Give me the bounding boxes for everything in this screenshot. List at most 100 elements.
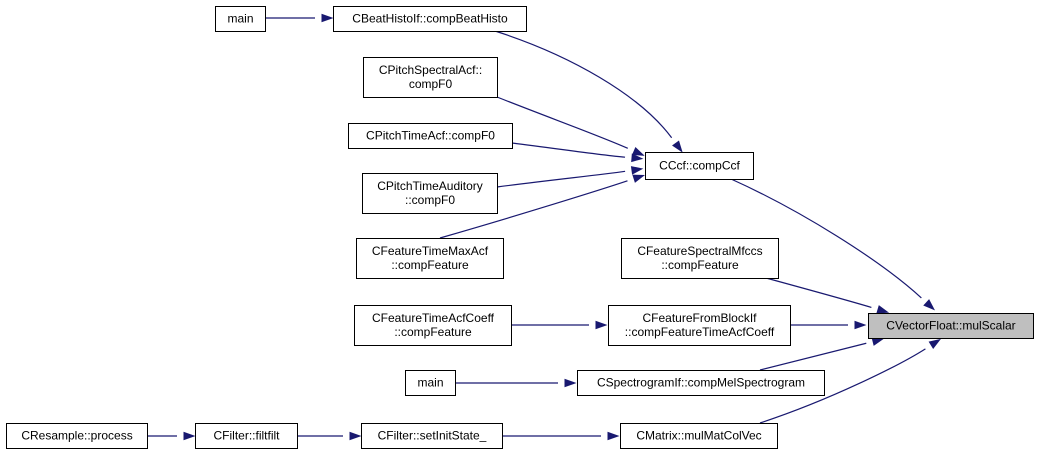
arrowhead-icon	[631, 147, 645, 156]
node-matmul[interactable]: CMatrix::mulMatColVec	[620, 423, 778, 449]
node-box	[356, 238, 504, 279]
edge-line	[759, 348, 926, 424]
node-label: CBeatHistoIf::compBeatHisto	[352, 12, 508, 26]
edge-beat-to-ccf	[494, 30, 683, 153]
arrowhead-icon	[607, 431, 620, 441]
arrowhead-icon	[631, 153, 644, 163]
arrowhead-icon	[630, 166, 644, 175]
node-box	[620, 423, 778, 449]
node-label: CFilter::filtfilt	[214, 429, 281, 443]
node-specmel[interactable]: CSpectrogramIf::compMelSpectrogram	[577, 370, 825, 396]
edge-matmul-to-vecmul	[759, 338, 941, 424]
node-ftmaxacf[interactable]: CFeatureTimeMaxAcf::compFeature	[356, 238, 504, 279]
node-label: main	[417, 376, 443, 390]
edge-main2-to-specmel	[455, 378, 577, 388]
node-pitchspec[interactable]: CPitchSpectralAcf::compF0	[363, 57, 498, 98]
edge-line	[730, 178, 922, 299]
node-box	[621, 238, 779, 279]
node-ftacfcoeff[interactable]: CFeatureTimeAcfCoeff::compFeature	[354, 305, 512, 346]
node-box	[361, 423, 503, 449]
node-label: CPitchTimeAcf::compF0	[366, 129, 495, 143]
node-label: ::compFeatureTimeAcfCoeff	[625, 325, 775, 339]
node-label: compF0	[409, 77, 453, 91]
node-box	[868, 313, 1034, 339]
edge-pitchaud-to-ccf	[496, 166, 644, 188]
node-label: CMatrix::mulMatColVec	[636, 429, 761, 443]
arrowhead-icon	[923, 299, 935, 311]
node-label: ::compFeature	[661, 258, 739, 272]
edge-pitchspec-to-ccf	[496, 96, 645, 156]
node-box	[405, 370, 456, 396]
arrowhead-icon	[871, 337, 885, 346]
node-box	[348, 123, 513, 149]
node-setinit[interactable]: CFilter::setInitState_	[361, 423, 503, 449]
node-box	[354, 305, 512, 346]
node-main1[interactable]: main	[215, 6, 266, 32]
node-label: CFeatureTimeAcfCoeff	[372, 311, 495, 325]
nodes-layer: main CBeatHistoIf::compBeatHistoCPitchSpe…	[6, 6, 1034, 449]
node-main2[interactable]: main	[405, 370, 456, 396]
arrowhead-icon	[321, 13, 334, 23]
arrowhead-icon	[595, 320, 608, 330]
edge-line	[759, 342, 867, 371]
node-box	[608, 305, 791, 346]
edge-ftacfcoeff-to-ffbi	[510, 320, 608, 330]
edge-line	[765, 277, 872, 308]
node-filtfilt[interactable]: CFilter::filtfilt	[195, 423, 298, 449]
edge-ccf-to-vecmul	[730, 178, 935, 311]
edge-fsmfccs-to-vecmul	[765, 277, 890, 314]
node-box	[215, 6, 266, 32]
arrowhead-icon	[876, 305, 890, 314]
arrowhead-icon	[183, 431, 196, 441]
node-label: CResample::process	[21, 429, 132, 443]
edge-ffbi-to-vecmul	[789, 320, 867, 330]
node-label: CFeatureTimeMaxAcf	[372, 244, 489, 258]
edge-main1-to-beat	[265, 13, 334, 23]
node-label: CVectorFloat::mulScalar	[886, 319, 1015, 333]
node-fsmfccs[interactable]: CFeatureSpectralMfccs::compFeature	[621, 238, 779, 279]
node-ffbi[interactable]: CFeatureFromBlockIf::compFeatureTimeAcfC…	[608, 305, 791, 346]
node-label: CFeatureFromBlockIf	[642, 311, 757, 325]
edge-ftmaxacf-to-ccf	[439, 174, 646, 239]
node-vecmul[interactable]: CVectorFloat::mulScalar	[868, 313, 1034, 339]
edge-line	[494, 30, 673, 139]
edges-layer	[147, 13, 941, 441]
node-beat[interactable]: CBeatHistoIf::compBeatHisto	[333, 6, 527, 32]
node-label: CFeatureSpectralMfccs	[637, 244, 762, 258]
node-pitchaud[interactable]: CPitchTimeAuditory::compF0	[362, 173, 498, 214]
node-box	[363, 57, 498, 98]
edge-line	[439, 180, 628, 239]
node-box	[333, 6, 527, 32]
node-label: ::compFeature	[394, 325, 472, 339]
node-box	[362, 173, 498, 214]
edge-setinit-to-matmul	[502, 431, 620, 441]
node-label: ::compFeature	[391, 258, 469, 272]
edge-line	[496, 170, 626, 188]
node-box	[577, 370, 825, 396]
arrowhead-icon	[672, 140, 683, 153]
node-label: CFilter::setInitState_	[378, 429, 487, 443]
edge-resample-to-filtfilt	[147, 431, 196, 441]
node-label: main	[227, 12, 253, 26]
node-label: CPitchSpectralAcf::	[379, 63, 482, 77]
arrowhead-icon	[928, 338, 941, 349]
node-pitchtime[interactable]: CPitchTimeAcf::compF0	[348, 123, 513, 149]
node-label: CSpectrogramIf::compMelSpectrogram	[597, 376, 805, 390]
node-box	[6, 423, 148, 449]
node-label: CPitchTimeAuditory	[377, 179, 483, 193]
edge-line	[511, 142, 626, 158]
edge-pitchtime-to-ccf	[511, 142, 644, 163]
node-resample[interactable]: CResample::process	[6, 423, 148, 449]
node-ccf[interactable]: CCcf::compCcf	[645, 152, 754, 180]
arrowhead-icon	[349, 431, 362, 441]
node-label: CCcf::compCcf	[659, 159, 740, 173]
node-box	[195, 423, 298, 449]
edge-filtfilt-to-setinit	[297, 431, 362, 441]
arrowhead-icon	[564, 378, 577, 388]
edge-line	[496, 96, 629, 149]
arrowhead-icon	[632, 174, 646, 183]
node-label: ::compF0	[405, 193, 455, 207]
arrowhead-icon	[854, 320, 867, 330]
node-box	[645, 152, 754, 180]
